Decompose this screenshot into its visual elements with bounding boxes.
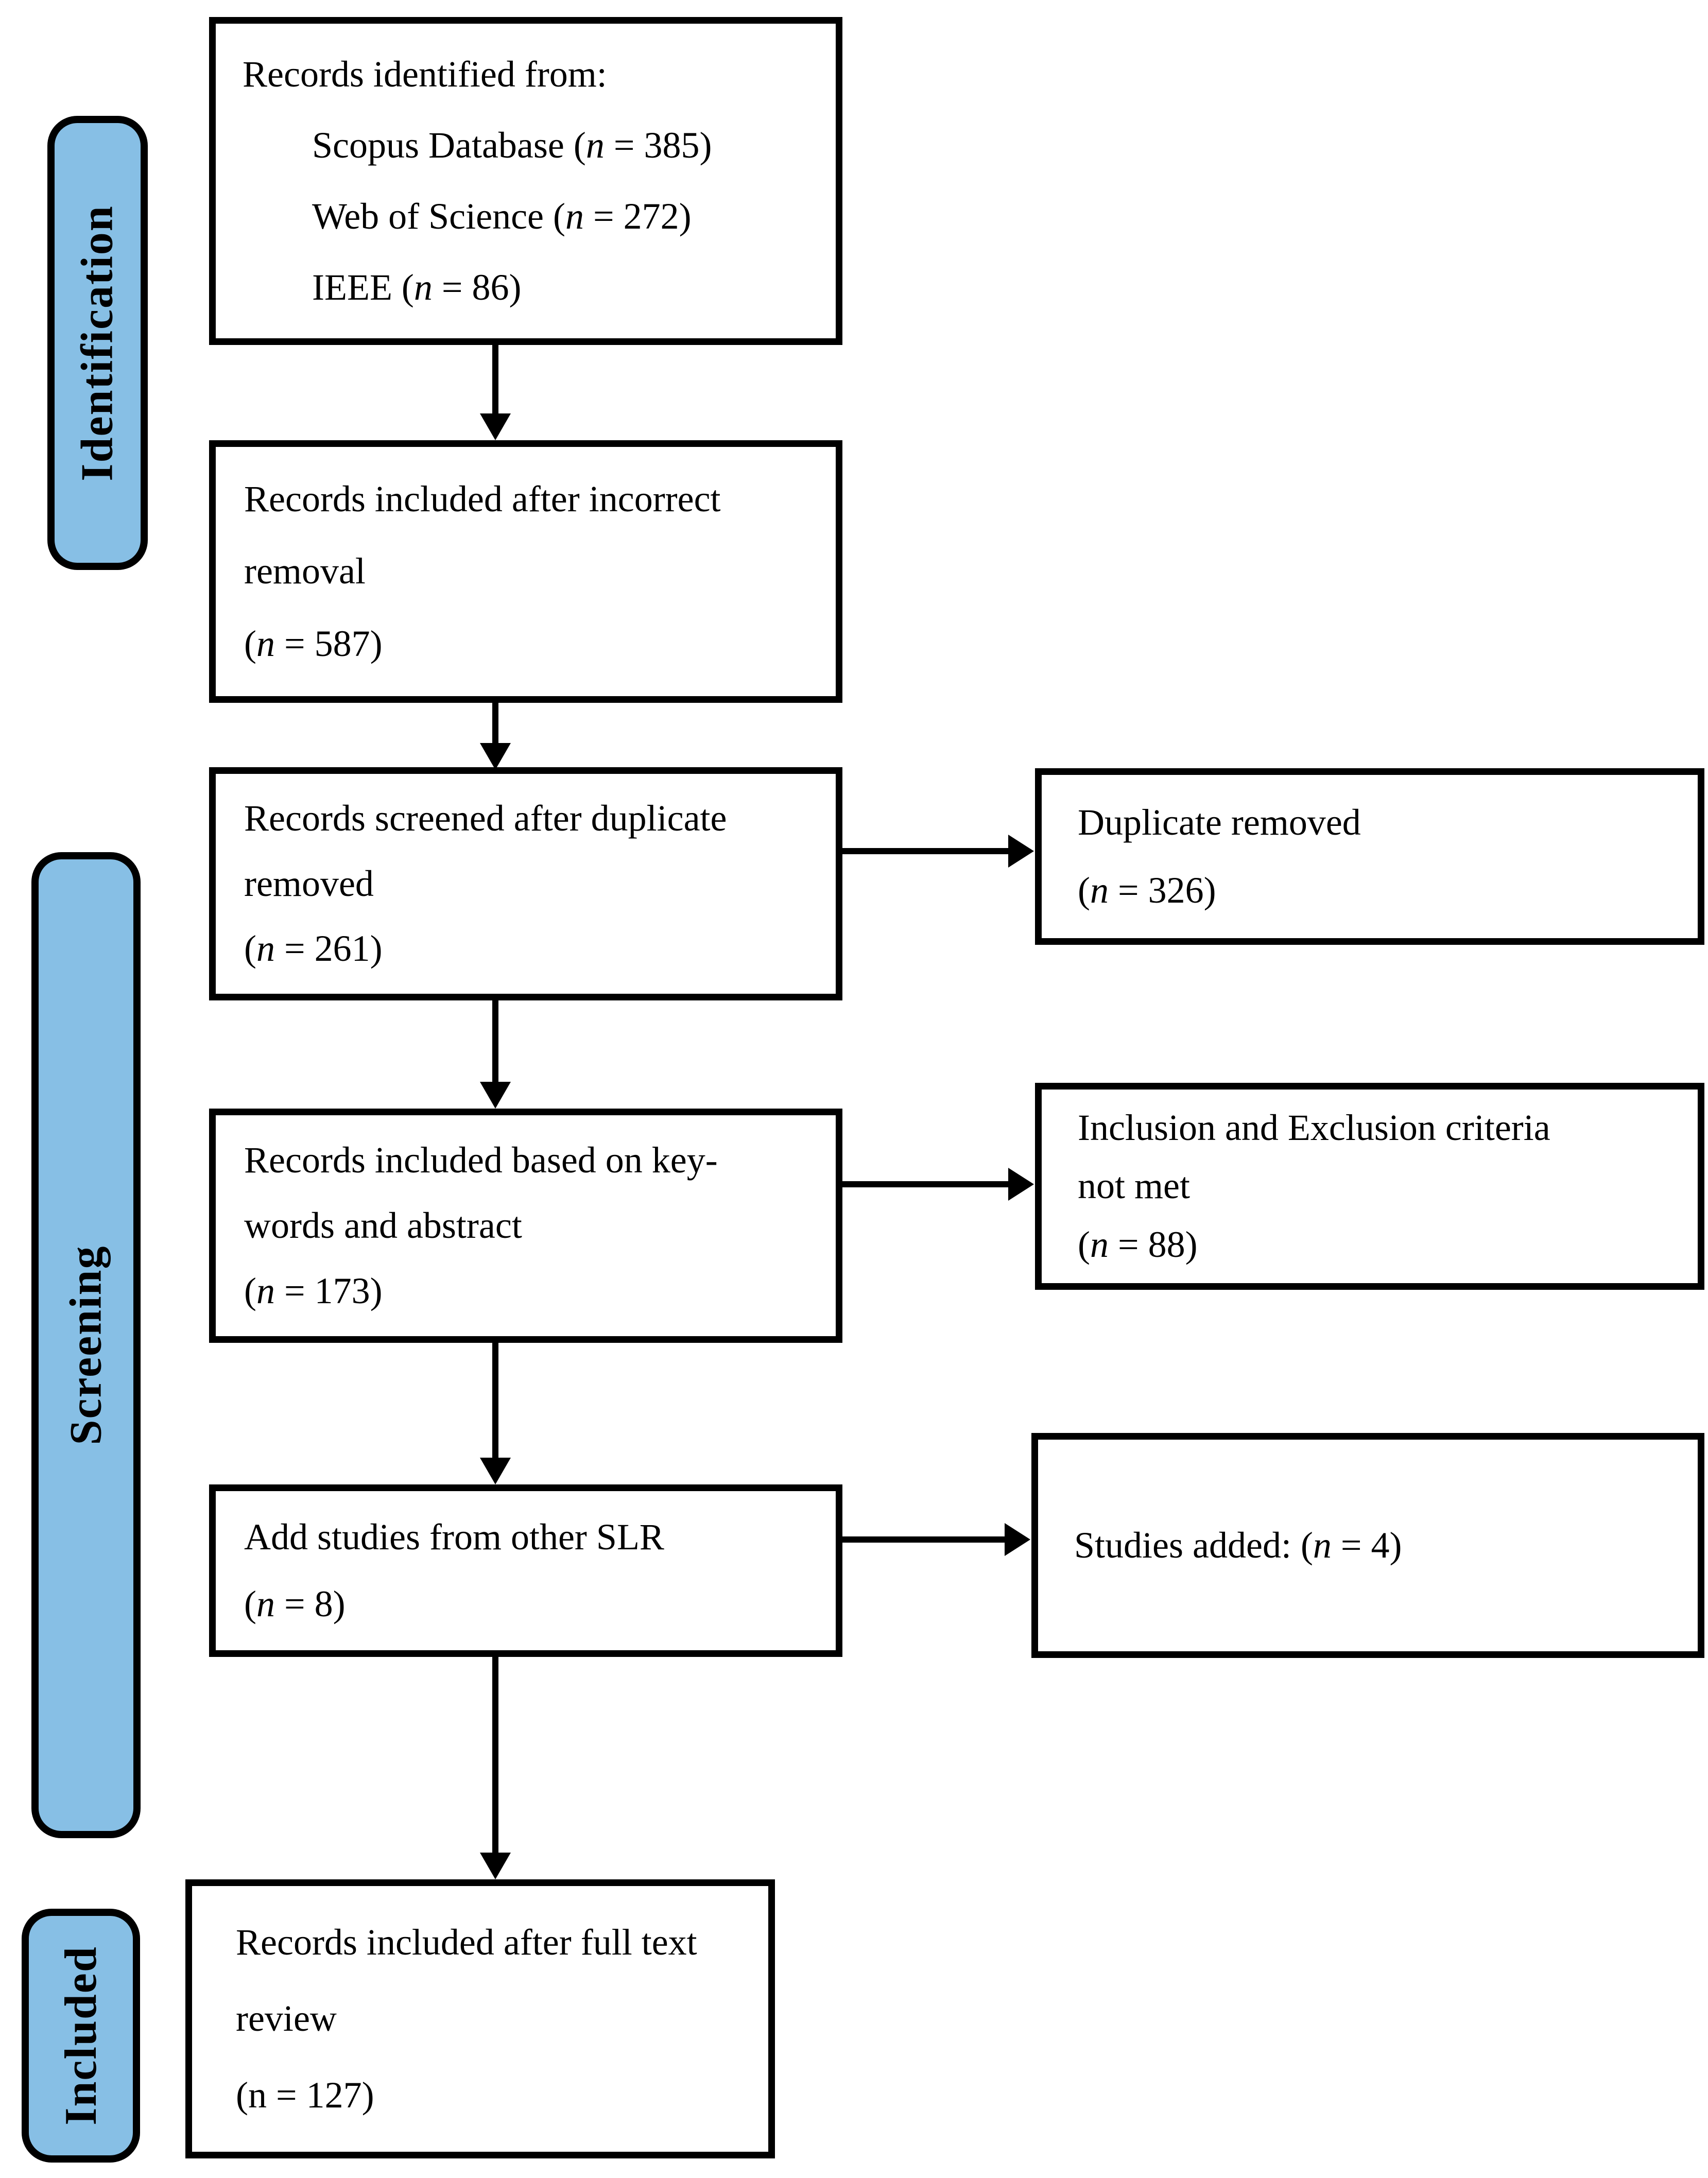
line-text: = 173)	[274, 1270, 383, 1311]
stage-included: Included	[22, 1909, 140, 2163]
line-text: Records included after incorrect	[244, 478, 721, 520]
stage-identification-label: Identification	[73, 204, 123, 481]
text-line: Records screened after duplicate	[244, 798, 836, 839]
text-line: Records included based on key-	[244, 1139, 836, 1181]
line-text: removed	[244, 862, 374, 904]
stage-screening-label: Screening	[61, 1245, 111, 1445]
box-records-screened-after-duplicate-removed: Records screened after duplicate removed…	[209, 767, 842, 1000]
text-line: Studies added: (n = 4)	[1074, 1525, 1698, 1566]
text-line: review	[236, 1998, 768, 2039]
text-line: Records included after incorrect	[244, 478, 836, 520]
right-arrow-icon	[1008, 835, 1034, 868]
n-variable: n	[256, 1270, 275, 1311]
text-line: (n = 326)	[1078, 870, 1698, 911]
right-arrow-stem	[842, 1536, 1007, 1543]
down-arrow-stem	[492, 1657, 498, 1854]
down-arrow-icon	[480, 1853, 511, 1879]
line-text: words and abstract	[244, 1204, 522, 1246]
n-variable: n	[565, 195, 584, 237]
text-line: (n = 173)	[244, 1270, 836, 1311]
line-text: (	[244, 928, 256, 970]
stage-screening: Screening	[31, 852, 141, 1838]
text-line: (n = 261)	[244, 928, 836, 969]
n-variable: n	[1090, 1224, 1109, 1266]
text-line: Add studies from other SLR	[244, 1517, 836, 1558]
n-variable: n	[256, 928, 275, 970]
down-arrow-stem	[492, 1343, 498, 1459]
line-text: (n = 127)	[236, 2075, 374, 2116]
text-line: (n = 88)	[1078, 1224, 1698, 1265]
line-text: Add studies from other SLR	[244, 1516, 664, 1558]
line-text: = 326)	[1108, 869, 1216, 911]
box-studies-added: Studies added: (n = 4)	[1031, 1433, 1704, 1658]
line-text: (	[244, 1270, 256, 1311]
line-text: = 272)	[583, 195, 692, 237]
line-text: = 261)	[274, 928, 383, 970]
box-records-included-keywords-abstract: Records included based on key- words and…	[209, 1109, 842, 1343]
box-add-studies-from-other-slr: Add studies from other SLR (n = 8)	[209, 1484, 842, 1657]
text-line: (n = 127)	[236, 2075, 768, 2116]
line-text: (	[1078, 1224, 1090, 1266]
line-text: not met	[1078, 1165, 1190, 1207]
line-text: = 8)	[274, 1583, 346, 1624]
line-text: Scopus Database (	[312, 124, 586, 166]
text-line: (n = 587)	[244, 624, 836, 664]
text-line: Web of Science (n = 272)	[243, 196, 836, 237]
n-variable: n	[585, 124, 605, 166]
line-text: Studies added: (	[1074, 1524, 1313, 1566]
n-variable: n	[1313, 1524, 1332, 1566]
box-inclusion-exclusion-criteria-not-met: Inclusion and Exclusion criteria not met…	[1035, 1083, 1704, 1290]
line-text: (	[1078, 869, 1090, 911]
text-line: removed	[244, 863, 836, 904]
text-line: words and abstract	[244, 1205, 836, 1246]
n-variable: n	[1090, 869, 1109, 911]
text-line: Records included after full text	[236, 1922, 768, 1963]
n-variable: n	[256, 1583, 275, 1624]
line-text: = 86)	[432, 266, 522, 308]
line-text: removal	[244, 550, 366, 592]
down-arrow-icon	[480, 743, 511, 770]
line-text: IEEE (	[312, 266, 414, 308]
text-line: Duplicate removed	[1078, 802, 1698, 843]
text-line: IEEE (n = 86)	[243, 267, 836, 308]
right-arrow-icon	[1008, 1168, 1034, 1201]
line-text: (	[244, 1583, 256, 1624]
line-text: = 385)	[604, 124, 712, 166]
text-line: not met	[1078, 1166, 1698, 1206]
stage-included-label: Included	[56, 1946, 106, 2125]
line-text: Inclusion and Exclusion criteria	[1078, 1107, 1550, 1148]
text-line: (n = 8)	[244, 1583, 836, 1624]
line-text: review	[236, 1998, 337, 2039]
line-text: = 4)	[1331, 1524, 1402, 1566]
n-variable: n	[256, 623, 275, 665]
line-text: Records included based on key-	[244, 1139, 718, 1181]
line-text: Web of Science (	[312, 195, 565, 237]
down-arrow-stem	[492, 703, 498, 744]
line-text: Records screened after duplicate	[244, 798, 727, 839]
line-text: = 88)	[1108, 1224, 1198, 1266]
text-line: Scopus Database (n = 385)	[243, 125, 836, 166]
line-text: = 587)	[274, 623, 383, 665]
right-arrow-stem	[842, 1181, 1009, 1187]
line-text: Records included after full text	[236, 1921, 697, 1963]
right-arrow-stem	[842, 848, 1009, 854]
down-arrow-icon	[480, 413, 511, 440]
right-arrow-icon	[1005, 1523, 1030, 1556]
box-records-included-after-incorrect-removal: Records included after incorrect removal…	[209, 440, 842, 703]
box-records-included-full-text-review: Records included after full text review …	[185, 1879, 775, 2158]
box-records-identified: Records identified from: Scopus Database…	[209, 17, 842, 345]
line-text: Records identified from:	[243, 53, 607, 95]
down-arrow-icon	[480, 1458, 511, 1484]
down-arrow-icon	[480, 1082, 511, 1109]
text-line: removal	[244, 551, 836, 592]
line-text: Duplicate removed	[1078, 801, 1361, 843]
n-variable: n	[413, 266, 433, 308]
down-arrow-stem	[492, 1000, 498, 1083]
text-line: Records identified from:	[243, 54, 836, 95]
line-text: (	[244, 623, 256, 665]
stage-identification: Identification	[47, 116, 148, 570]
text-line: Inclusion and Exclusion criteria	[1078, 1107, 1698, 1148]
box-duplicate-removed: Duplicate removed (n = 326)	[1035, 768, 1704, 945]
down-arrow-stem	[492, 345, 498, 414]
